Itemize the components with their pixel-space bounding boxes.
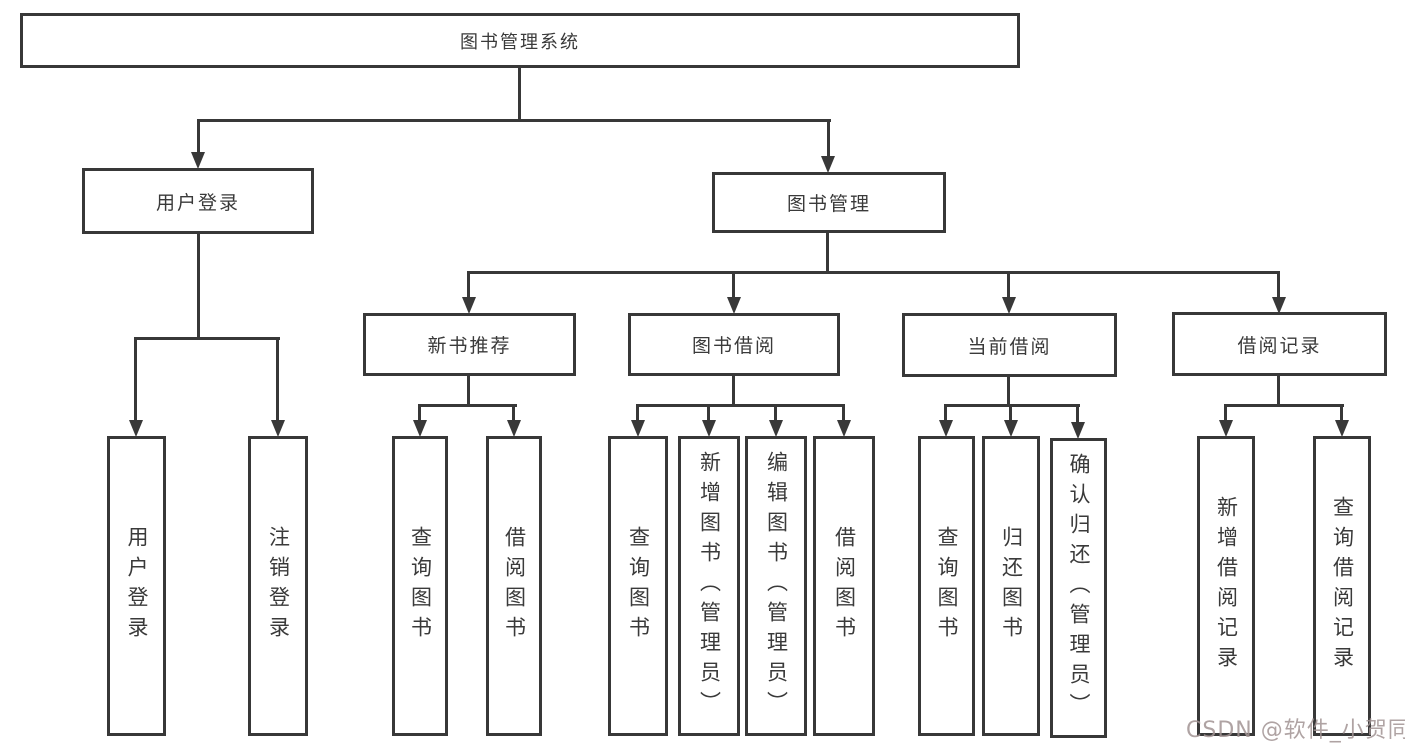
node-root-library-system: 图书管理系统	[20, 13, 1020, 68]
connector-line	[134, 337, 137, 422]
connector-line	[467, 271, 470, 299]
connector-line	[732, 271, 735, 299]
connector-line	[1009, 404, 1012, 422]
arrow-down-icon	[1219, 420, 1233, 437]
arrow-down-icon	[702, 420, 716, 437]
leaf-logout: 注销登录	[248, 436, 308, 736]
connector-line	[197, 119, 200, 154]
leaf-query-books-current: 查询图书	[918, 436, 975, 736]
connector-line	[467, 376, 470, 406]
leaf-query-books-borrowing: 查询图书	[608, 436, 668, 736]
leaf-query-books-recommend: 查询图书	[392, 436, 448, 736]
connector-line	[1277, 271, 1280, 299]
arrow-down-icon	[462, 297, 476, 314]
arrow-down-icon	[939, 420, 953, 437]
connector-line	[518, 67, 521, 120]
connector-line	[134, 337, 280, 340]
connector-line	[1076, 404, 1079, 422]
arrow-down-icon	[1004, 420, 1018, 437]
leaf-edit-books-admin: 编辑图书（管理员）	[745, 436, 807, 736]
leaf-user-login: 用户登录	[107, 436, 166, 736]
connector-line	[512, 404, 515, 422]
arrow-down-icon	[1071, 422, 1085, 439]
connector-line	[276, 337, 279, 422]
connector-line	[1007, 271, 1010, 299]
connector-line	[636, 404, 639, 422]
node-book-borrowing: 图书借阅	[628, 313, 840, 376]
connector-line	[1340, 404, 1343, 422]
arrow-down-icon	[1272, 297, 1286, 314]
leaf-add-books-admin: 新增图书（管理员）	[678, 436, 740, 736]
connector-line	[707, 404, 710, 422]
arrow-down-icon	[631, 420, 645, 437]
node-book-management: 图书管理	[712, 172, 946, 233]
connector-line	[1224, 404, 1344, 407]
connector-line	[467, 271, 1280, 274]
connector-line	[197, 119, 831, 122]
arrow-down-icon	[413, 420, 427, 437]
node-current-borrowing: 当前借阅	[902, 313, 1117, 377]
arrow-down-icon	[191, 152, 205, 169]
node-user-login: 用户登录	[82, 168, 314, 234]
arrow-down-icon	[769, 420, 783, 437]
arrow-down-icon	[1335, 420, 1349, 437]
connector-line	[826, 232, 829, 274]
connector-line	[418, 404, 517, 407]
connector-line	[636, 404, 845, 407]
leaf-borrow-books-recommend: 借阅图书	[486, 436, 542, 736]
arrow-down-icon	[271, 420, 285, 437]
arrow-down-icon	[129, 420, 143, 437]
connector-line	[944, 404, 947, 422]
connector-line	[1224, 404, 1227, 422]
connector-line	[732, 376, 735, 406]
connector-line	[197, 232, 200, 339]
connector-line	[1277, 376, 1280, 406]
leaf-query-borrow-record: 查询借阅记录	[1313, 436, 1371, 736]
leaf-add-borrow-record: 新增借阅记录	[1197, 436, 1255, 736]
arrow-down-icon	[1002, 297, 1016, 314]
arrow-down-icon	[507, 420, 521, 437]
connector-line	[842, 404, 845, 422]
connector-line	[827, 119, 830, 158]
node-new-book-recommendation: 新书推荐	[363, 313, 576, 376]
connector-line	[944, 404, 1080, 407]
arrow-down-icon	[821, 156, 835, 173]
connector-line	[418, 404, 421, 422]
leaf-borrow-books: 借阅图书	[813, 436, 875, 736]
leaf-return-books: 归还图书	[982, 436, 1040, 736]
arrow-down-icon	[727, 297, 741, 314]
leaf-confirm-return-admin: 确认归还（管理员）	[1050, 438, 1107, 738]
csdn-watermark: CSDN @软件_小贺同学	[1186, 718, 1405, 743]
node-borrowing-records: 借阅记录	[1172, 312, 1387, 376]
connector-line	[774, 404, 777, 422]
arrow-down-icon	[837, 420, 851, 437]
connector-line	[1007, 377, 1010, 406]
